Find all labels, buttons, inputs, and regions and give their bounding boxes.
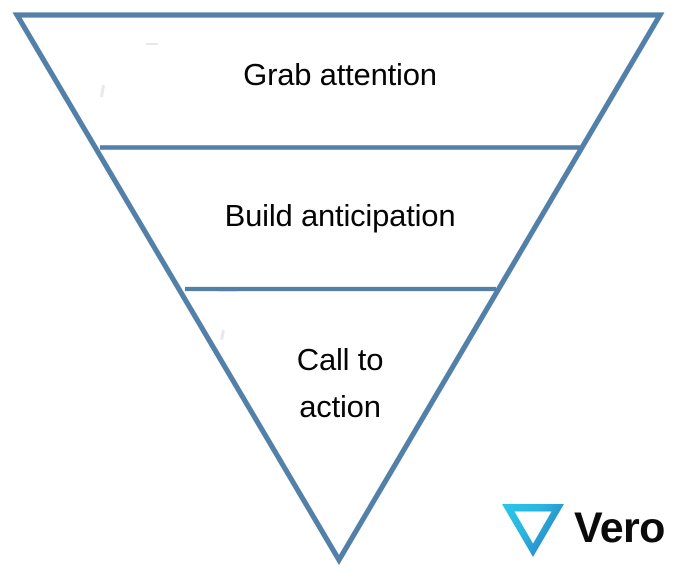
vero-triangle-icon [502, 504, 564, 557]
funnel-stage-label-grab-attention: Grab attention [243, 57, 437, 92]
vero-logo: Vero [500, 498, 676, 562]
vero-wordmark: Vero [574, 504, 665, 552]
funnel-outline [12, 12, 665, 566]
funnel-stage-label-build-anticipation: Build anticipation [224, 198, 456, 233]
funnel-stage-label-call-to-action: Call to action [296, 342, 384, 425]
